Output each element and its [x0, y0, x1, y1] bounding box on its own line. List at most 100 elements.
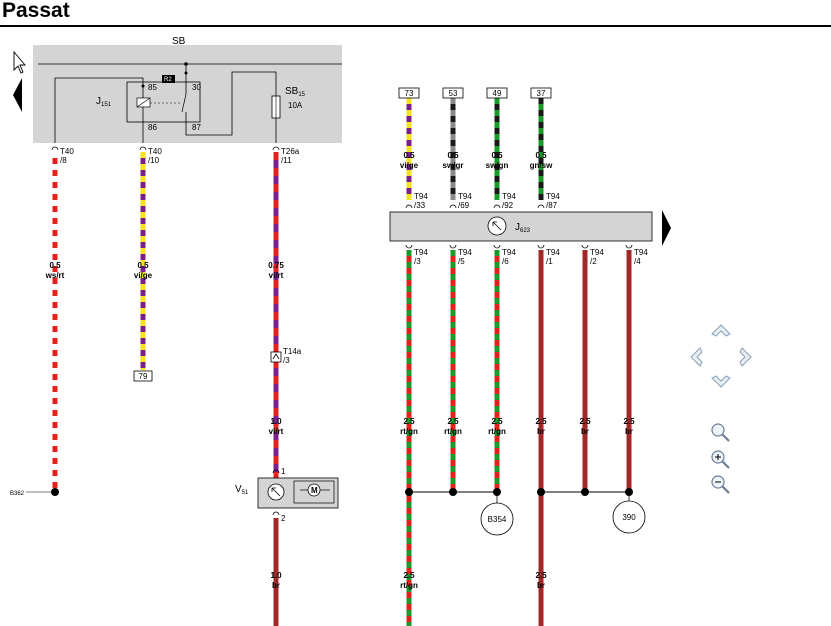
svg-text:gn/sw: gn/sw: [530, 161, 553, 170]
svg-text:T94: T94: [546, 192, 560, 201]
svg-text:br: br: [537, 581, 545, 590]
svg-text:/87: /87: [546, 201, 558, 210]
connector-t94-4: T94 /4: [625, 244, 648, 266]
svg-text:vi/rt: vi/rt: [269, 271, 284, 280]
svg-text:rt/gn: rt/gn: [400, 427, 418, 436]
svg-text:2.5: 2.5: [491, 417, 503, 426]
connector-t94-33: T94 /33: [405, 192, 428, 210]
r2-tag-text: R2: [164, 77, 172, 83]
arrow-right-icon[interactable]: [739, 347, 752, 367]
svg-text:/10: /10: [148, 156, 160, 165]
svg-text:T94: T94: [502, 192, 516, 201]
svg-text:1.0: 1.0: [270, 417, 282, 426]
svg-text:T94: T94: [458, 248, 472, 257]
wire-label-w15: 2.5 br: [535, 571, 547, 590]
j623-control-glyph: [492, 221, 502, 231]
svg-text:rt/gn: rt/gn: [488, 427, 506, 436]
svg-text:rt/gn: rt/gn: [444, 427, 462, 436]
svg-text:T94: T94: [414, 248, 428, 257]
connector-t94-2: T94 /2: [581, 244, 604, 266]
connector-t14a-3: T14a /3: [270, 347, 302, 365]
svg-text:vi/ge: vi/ge: [400, 161, 419, 170]
svg-text:vi/ge: vi/ge: [134, 271, 153, 280]
arrow-down-icon[interactable]: [711, 375, 731, 388]
wire-label-w12: 2.5 br: [579, 417, 591, 436]
page-next-icon[interactable]: [662, 210, 671, 246]
svg-text:rt/gn: rt/gn: [400, 581, 418, 590]
b354-label: B354: [488, 515, 507, 524]
svg-text:T94: T94: [414, 192, 428, 201]
svg-text:0.75: 0.75: [268, 261, 284, 270]
connector-t26a-11: T26a /11: [272, 146, 300, 165]
svg-text:sw/gn: sw/gn: [486, 161, 509, 170]
zoom-out-icon[interactable]: [711, 475, 730, 494]
svg-text:73: 73: [405, 89, 414, 98]
wire-label-w3b: 1.0 vi/rt: [269, 417, 284, 436]
wire-label-w9: 2.5 rt/gn: [444, 417, 462, 436]
arrow-up-icon[interactable]: [711, 324, 731, 337]
svg-text:2.5: 2.5: [535, 571, 547, 580]
svg-text:T94: T94: [502, 248, 516, 257]
wire-label-w13: 2.5 br: [623, 417, 635, 436]
wire-label-w14: 2.5 rt/gn: [400, 571, 418, 590]
wire-label-w7: 0.5 gn/sw: [530, 151, 553, 170]
svg-text:T14a: T14a: [283, 347, 302, 356]
svg-text:/5: /5: [458, 257, 465, 266]
svg-text:0.5: 0.5: [447, 151, 459, 160]
v51-motor-box: [293, 480, 335, 504]
j151-pin-86: 86: [148, 123, 157, 132]
ref-box-49: 49: [486, 87, 508, 99]
connector-t94-69: T94 /69: [449, 192, 472, 210]
b354-circle: [480, 502, 514, 536]
svg-text:T40: T40: [60, 147, 74, 156]
v51-label: V51: [235, 484, 249, 496]
svg-text:0.5: 0.5: [535, 151, 547, 160]
svg-text:br: br: [625, 427, 633, 436]
ref-79-text: 79: [139, 372, 148, 381]
v51-pin1-arc: [272, 469, 280, 474]
ref-box-79: [133, 370, 153, 382]
wire-label-w8: 2.5 rt/gn: [400, 417, 418, 436]
wire-label-w2: 0.5 vi/ge: [134, 261, 153, 280]
v51-pin-2: 2: [281, 514, 286, 523]
svg-text:br: br: [537, 427, 545, 436]
wire-label-w4: 0.5 vi/ge: [400, 151, 419, 170]
svg-text:/92: /92: [502, 201, 514, 210]
svg-text:/8: /8: [60, 156, 67, 165]
svg-text:2.5: 2.5: [403, 417, 415, 426]
svg-text:br: br: [272, 581, 280, 590]
wire-label-w1: 0.5 ws/rt: [45, 261, 65, 280]
wire-label-w5: 0.5 sw/gr: [443, 151, 464, 170]
arrow-left-icon[interactable]: [690, 347, 703, 367]
junction-node-409: [405, 488, 413, 496]
connector-t40-10: T40 /10: [139, 146, 162, 165]
zoom-fit-icon[interactable]: [711, 423, 730, 442]
j151-switch: [181, 93, 187, 113]
svg-text:0.5: 0.5: [403, 151, 415, 160]
ref-box-73: 73: [398, 87, 420, 99]
svg-text:/3: /3: [283, 356, 290, 365]
svg-text:br: br: [581, 427, 589, 436]
node-30b: [184, 71, 188, 75]
connector-t94-6: T94 /6: [493, 244, 516, 266]
svg-text:2.5: 2.5: [403, 571, 415, 580]
svg-text:/3: /3: [414, 257, 421, 266]
junction-node-585: [581, 488, 589, 496]
svg-text:T40: T40: [148, 147, 162, 156]
sb15-label: SB15: [285, 86, 306, 98]
junction-node-541: [537, 488, 545, 496]
zoom-in-icon[interactable]: [711, 450, 730, 469]
svg-text:/69: /69: [458, 201, 470, 210]
v51-pin-1: 1: [281, 467, 286, 476]
svg-text:ws/rt: ws/rt: [45, 271, 65, 280]
svg-text:/6: /6: [502, 257, 509, 266]
j623-module-box: [389, 211, 653, 242]
j151-pin-87: 87: [192, 123, 201, 132]
v51-motor-m: M: [311, 486, 318, 495]
j151-coil-slash: [136, 97, 151, 108]
svg-text:53: 53: [449, 89, 458, 98]
b362-label: B362: [10, 491, 25, 497]
svg-text:37: 37: [537, 89, 546, 98]
svg-text:2.5: 2.5: [535, 417, 547, 426]
page-prev-icon[interactable]: [13, 78, 22, 112]
